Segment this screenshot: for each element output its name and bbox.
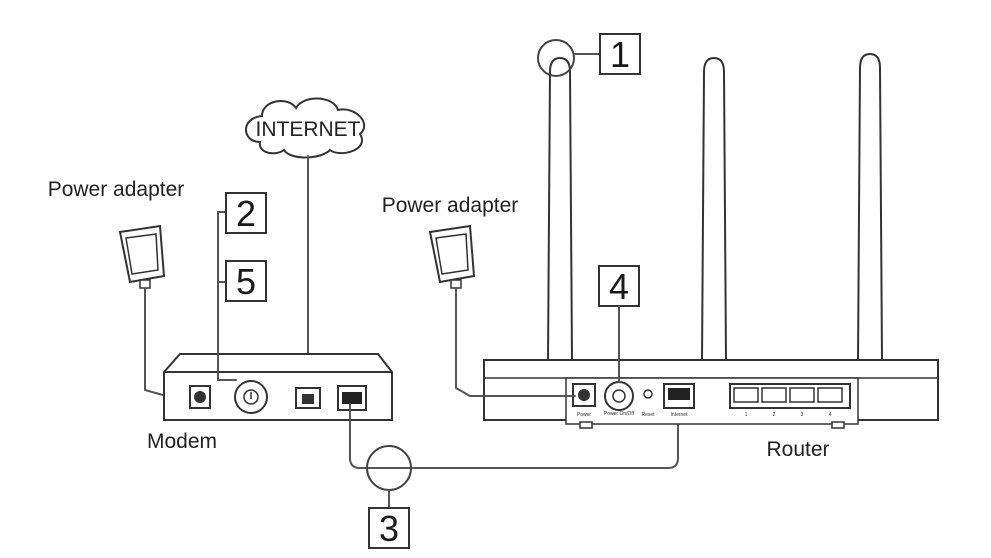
router-power-switch-label: Power On/Off [604, 411, 635, 417]
router-internet-port-label: Internet [671, 412, 689, 418]
internet-label: INTERNET [256, 118, 361, 141]
callout-4: 4 [609, 266, 629, 307]
callout-1-box [599, 33, 641, 75]
callout-2: 2 [236, 193, 256, 234]
modem-label: Modem [147, 430, 217, 453]
router-lan-port-2 [761, 387, 787, 403]
modem-power-adapter-label: Power adapter [48, 178, 185, 201]
router-antennas [546, 52, 884, 361]
callout-1-circle [537, 39, 575, 77]
callout-1: 1 [610, 34, 630, 75]
ethernet-cable [349, 403, 679, 469]
router-lan-port-1 [733, 387, 759, 403]
router-power-cable [455, 287, 576, 397]
callout-5-box [225, 260, 267, 302]
callout-2-5-leader [217, 211, 237, 381]
router-lan-port-3 [789, 387, 815, 403]
router-lan-3-label: 3 [801, 412, 804, 418]
router-reset-hole [643, 389, 653, 399]
router-power-adapter [428, 224, 476, 289]
router-power-switch [604, 381, 634, 411]
router-label: Router [766, 438, 829, 461]
router-power-port-label: Power [577, 412, 592, 418]
callout-5: 5 [236, 261, 256, 302]
callout-3-box [368, 507, 410, 549]
internet-cloud [245, 97, 366, 159]
router-reset-label: Reset [641, 412, 655, 418]
router-lan-2-label: 2 [773, 412, 776, 418]
callout-3: 3 [379, 508, 399, 549]
router-power-adapter-label: Power adapter [382, 194, 519, 217]
router-lan-4-label: 4 [829, 412, 832, 418]
callout-4-box [598, 265, 640, 307]
modem-power-adapter [118, 224, 166, 289]
callout-2-box [225, 192, 267, 234]
router-lan-1-label: 1 [745, 412, 748, 418]
router-device [483, 359, 939, 429]
modem-device [163, 353, 393, 421]
router-lan-port-4 [817, 387, 843, 403]
